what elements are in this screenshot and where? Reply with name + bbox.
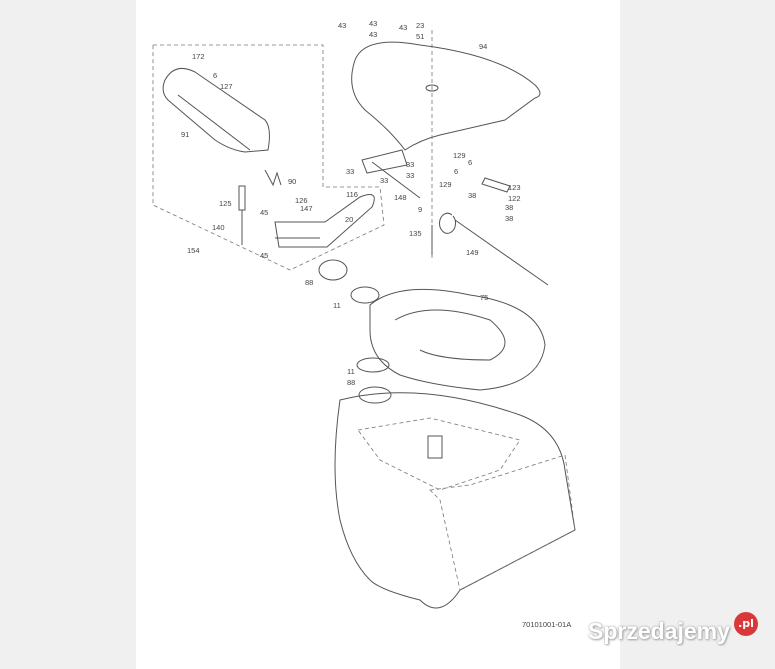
part-label: 88 <box>305 278 313 287</box>
part-label: 33 <box>406 171 414 180</box>
part-label: 6 <box>468 158 472 167</box>
part-label: 148 <box>394 193 407 202</box>
base-inner-outline <box>357 417 576 591</box>
base-component <box>427 435 443 459</box>
part-label: 140 <box>212 223 225 232</box>
part-label: 43 <box>399 23 407 32</box>
part-label: 38 <box>505 203 513 212</box>
part-label: 129 <box>439 180 452 189</box>
part-91-tube <box>162 67 270 153</box>
part-label: 6 <box>454 167 458 176</box>
part-label: 94 <box>479 42 487 51</box>
part-label: 129 <box>453 151 466 160</box>
part-label: 11 <box>333 301 341 310</box>
part-label: 45 <box>260 251 268 260</box>
watermark-brand: Sprzedajemy <box>588 618 730 644</box>
part-label: 20 <box>345 215 353 224</box>
part-label: 43 <box>338 21 346 30</box>
part-label: 127 <box>220 82 233 91</box>
part-label: 33 <box>406 160 414 169</box>
part-label: 23 <box>416 21 424 30</box>
part-88-clamp-upper <box>318 259 348 281</box>
part-90-spring <box>264 169 282 187</box>
part-label: 154 <box>187 246 200 255</box>
part-11-ring-lower <box>356 357 390 373</box>
part-149-handle <box>439 212 549 286</box>
part-label: 43 <box>369 19 377 28</box>
part-label: 51 <box>416 32 424 41</box>
base-housing <box>334 392 576 609</box>
part-label: 147 <box>300 204 313 213</box>
part-label: 38 <box>505 214 513 223</box>
part-94-seat <box>351 41 541 151</box>
part-147-frame <box>274 194 375 248</box>
diagram-sheet <box>136 0 620 669</box>
part-label: 9 <box>418 205 422 214</box>
part-label: 33 <box>380 176 388 185</box>
part-75-duct <box>369 288 546 391</box>
part-label: 172 <box>192 52 205 61</box>
part-label: 88 <box>347 378 355 387</box>
part-label: 11 <box>347 367 355 376</box>
part-125-pin <box>238 185 246 245</box>
part-label: 125 <box>219 199 232 208</box>
seat-fastener <box>425 84 439 92</box>
part-label: 75 <box>480 293 488 302</box>
part-123-bracket <box>481 177 511 193</box>
part-label: 91 <box>181 130 189 139</box>
part-label: 116 <box>346 190 358 199</box>
part-148-rod <box>361 149 421 199</box>
part-label: 6 <box>213 71 217 80</box>
part-label: 122 <box>508 194 521 203</box>
part-label: 123 <box>508 183 521 192</box>
part-11-ring-upper <box>350 286 380 304</box>
part-label: 126 <box>295 196 308 205</box>
watermark-badge: .pl <box>734 612 758 636</box>
drawing-number: 70101001-01A <box>522 620 571 629</box>
part-label: 149 <box>466 248 479 257</box>
part-label: 43 <box>369 30 377 39</box>
part-label: 38 <box>468 191 476 200</box>
part-88-clamp-lower <box>358 386 392 404</box>
part-label: 90 <box>288 177 296 186</box>
subassembly-boundary <box>152 44 385 271</box>
part-label: 45 <box>260 208 268 217</box>
part-label: 33 <box>346 167 354 176</box>
part-label: 135 <box>409 229 422 238</box>
